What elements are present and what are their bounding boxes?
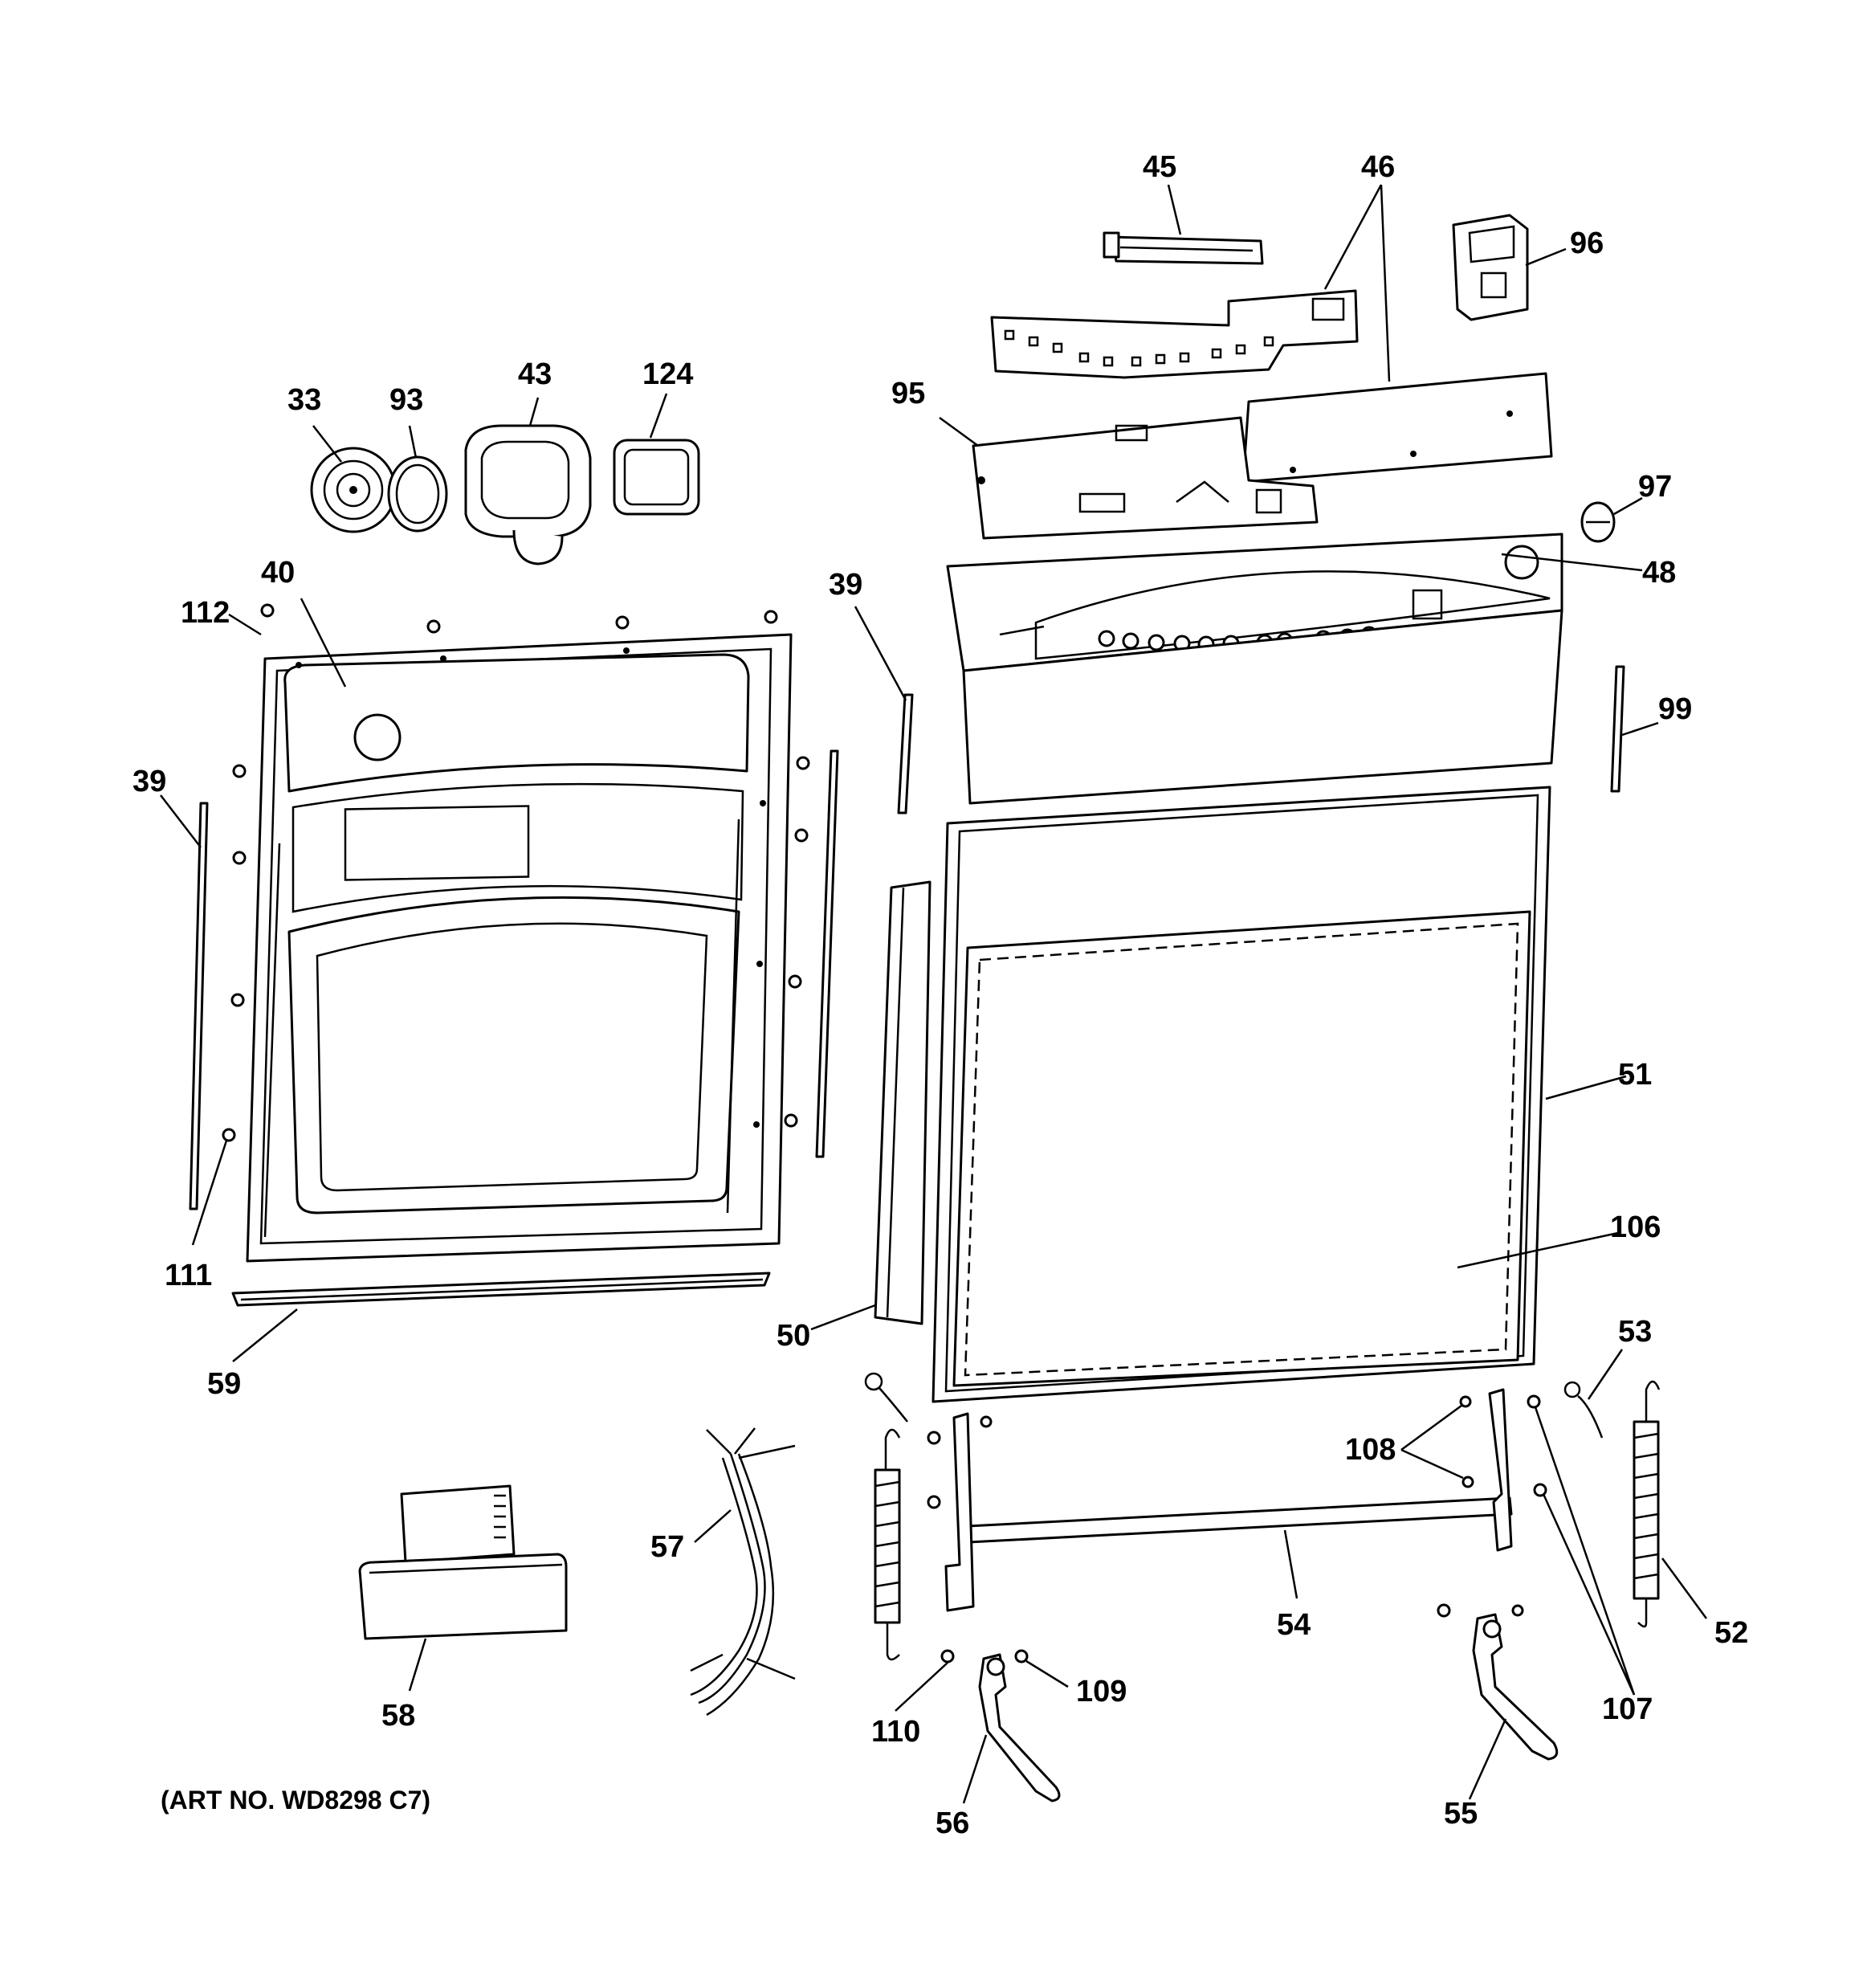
part-59-bottom-trim xyxy=(231,1272,771,1307)
part-55-hinge-right xyxy=(1472,1613,1559,1761)
part-46-control-board xyxy=(990,289,1359,379)
part-124-vent-gasket xyxy=(613,439,700,516)
label-52: 52 xyxy=(1714,1616,1748,1650)
label-58: 58 xyxy=(381,1699,415,1733)
label-108: 108 xyxy=(1345,1433,1396,1467)
label-107: 107 xyxy=(1602,1692,1653,1726)
label-56: 56 xyxy=(936,1806,969,1840)
part-52-spring-right xyxy=(1633,1380,1661,1628)
label-48: 48 xyxy=(1642,556,1676,590)
label-43: 43 xyxy=(518,357,552,391)
label-54: 54 xyxy=(1277,1608,1311,1642)
part-99-side-strip-right xyxy=(1610,665,1625,793)
label-111: 111 xyxy=(165,1259,212,1292)
screws-panel xyxy=(222,603,810,1142)
part-106-door-insert xyxy=(952,910,1531,1387)
part-95-control-housing xyxy=(972,416,1319,540)
spring-left xyxy=(874,1428,901,1661)
part-93-gasket-ring xyxy=(387,455,448,533)
part-96-dispenser xyxy=(1452,214,1529,321)
label-110: 110 xyxy=(871,1715,920,1749)
part-57-wire-harness xyxy=(690,1427,796,1717)
label-97: 97 xyxy=(1638,470,1672,504)
part-39-side-strip-panel-right xyxy=(815,749,839,1158)
label-39-left: 39 xyxy=(132,765,166,798)
label-50: 50 xyxy=(777,1319,810,1353)
part-43-vent-housing xyxy=(464,424,592,565)
hardware-screws xyxy=(927,1394,1547,1663)
part-48-control-panel xyxy=(946,533,1563,805)
label-59: 59 xyxy=(207,1367,241,1401)
part-45-control-module xyxy=(1103,231,1264,265)
label-106: 106 xyxy=(1610,1210,1661,1244)
part-39-side-strip-left xyxy=(189,802,209,1210)
part-56-hinge-left xyxy=(978,1653,1061,1802)
part-33-vent-cap xyxy=(310,447,397,533)
label-53: 53 xyxy=(1618,1315,1652,1349)
label-99: 99 xyxy=(1658,692,1692,726)
cable-link-left xyxy=(864,1372,908,1423)
label-33: 33 xyxy=(287,383,321,417)
label-95: 95 xyxy=(891,377,925,410)
label-39-mid: 39 xyxy=(829,568,862,602)
part-40-inner-door-panel xyxy=(246,633,793,1263)
label-57: 57 xyxy=(650,1530,684,1564)
art-number-caption: (ART NO. WD8298 C7) xyxy=(161,1786,430,1815)
label-55: 55 xyxy=(1444,1797,1478,1831)
part-58-bracket xyxy=(358,1484,568,1640)
label-112: 112 xyxy=(181,596,230,630)
label-51: 51 xyxy=(1618,1058,1652,1092)
leader-lines xyxy=(160,184,1708,1804)
part-39-side-strip-middle xyxy=(897,693,914,814)
hinge-arm-right xyxy=(1488,1388,1513,1552)
hinge-arm-left xyxy=(944,1412,975,1612)
part-50-side-trim xyxy=(874,880,932,1325)
label-40: 40 xyxy=(261,556,295,590)
part-54-hinge-rod xyxy=(966,1496,1513,1544)
label-93: 93 xyxy=(389,383,423,417)
part-53-cable-link xyxy=(1563,1381,1604,1439)
label-96: 96 xyxy=(1570,227,1604,260)
label-124: 124 xyxy=(642,357,693,391)
label-46: 46 xyxy=(1361,150,1395,184)
label-45: 45 xyxy=(1143,150,1176,184)
part-97-knob xyxy=(1580,501,1616,543)
part-46-shield-plate xyxy=(1241,372,1553,484)
label-109: 109 xyxy=(1076,1675,1127,1708)
